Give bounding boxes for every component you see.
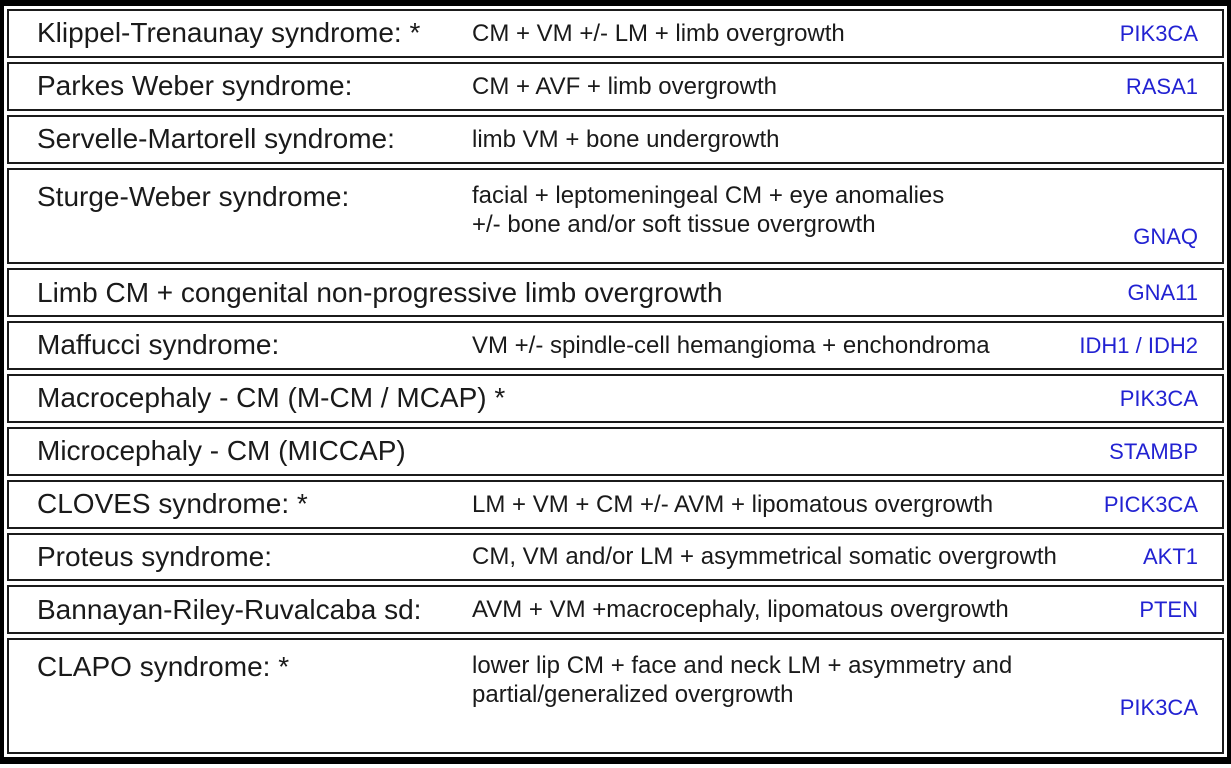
syndrome-name: Microcephaly - CM (MICCAP) xyxy=(37,435,406,467)
description-line: partial/generalized overgrowth xyxy=(472,681,794,709)
phenotype-description: limb VM + bone undergrowth xyxy=(472,125,780,153)
gene-label: PICK3CA xyxy=(1103,491,1198,517)
phenotype-description: CM, VM and/or LM + asymmetrical somatic … xyxy=(472,543,1057,571)
table-row: Bannayan-Riley-Ruvalcaba sd: AVM + VM +m… xyxy=(7,585,1224,635)
syndrome-name: Limb CM + congenital non-progressive lim… xyxy=(37,276,723,308)
gene-label: AKT1 xyxy=(1142,544,1198,570)
gene-label: RASA1 xyxy=(1125,73,1198,99)
table-row: Servelle-Martorell syndrome: limb VM + b… xyxy=(7,114,1224,164)
syndrome-name: Maffucci syndrome: xyxy=(37,329,280,361)
description-line: lower lip CM + face and neck LM + asymme… xyxy=(472,652,1013,680)
syndrome-name: Parkes Weber syndrome: xyxy=(37,70,353,102)
phenotype-description: LM + VM + CM +/- AVM + lipomatous overgr… xyxy=(472,490,994,518)
table-row: Macrocephaly - CM (M-CM / MCAP) * PIK3CA xyxy=(7,373,1224,423)
phenotype-description: VM +/- spindle-cell hemangioma + enchond… xyxy=(472,332,990,360)
syndrome-name: Klippel-Trenaunay syndrome: * xyxy=(37,17,421,49)
table-row: CLAPO syndrome: * lower lip CM + face an… xyxy=(7,638,1224,754)
phenotype-description: lower lip CM + face and neck LM + asymme… xyxy=(472,651,1102,722)
table-row: Parkes Weber syndrome: CM + AVF + limb o… xyxy=(7,61,1224,111)
gene-label: IDH1 / IDH2 xyxy=(1079,333,1198,359)
phenotype-description: CM + AVF + limb overgrowth xyxy=(472,72,777,100)
gene-label: PIK3CA xyxy=(1119,694,1198,720)
table-row: Sturge-Weber syndrome: facial + leptomen… xyxy=(7,167,1224,265)
syndrome-name: Servelle-Martorell syndrome: xyxy=(37,123,395,155)
gene-label: GNA11 xyxy=(1127,280,1198,306)
syndrome-name: CLAPO syndrome: * xyxy=(37,651,290,683)
phenotype-description: CM + VM +/- LM + limb overgrowth xyxy=(472,19,845,47)
description-line: +/- bone and/or soft tissue overgrowth xyxy=(472,210,876,238)
table-row: CLOVES syndrome: * LM + VM + CM +/- AVM … xyxy=(7,479,1224,529)
gene-label: GNAQ xyxy=(1133,224,1198,250)
syndrome-name: Bannayan-Riley-Ruvalcaba sd: xyxy=(37,593,422,625)
table-row: Klippel-Trenaunay syndrome: * CM + VM +/… xyxy=(7,9,1224,58)
phenotype-description: facial + leptomeningeal CM + eye anomali… xyxy=(472,181,1115,252)
gene-label: STAMBP xyxy=(1109,438,1198,464)
gene-label: PIK3CA xyxy=(1119,20,1198,46)
gene-label: PIK3CA xyxy=(1119,385,1198,411)
table-row: Proteus syndrome: CM, VM and/or LM + asy… xyxy=(7,532,1224,582)
table-row: Maffucci syndrome: VM +/- spindle-cell h… xyxy=(7,321,1224,370)
gene-label: PTEN xyxy=(1139,597,1198,623)
table-row: Limb CM + congenital non-progressive lim… xyxy=(7,268,1224,318)
syndrome-name: CLOVES syndrome: * xyxy=(37,488,308,520)
syndrome-name: Macrocephaly - CM (M-CM / MCAP) * xyxy=(37,382,506,414)
phenotype-description: AVM + VM +macrocephaly, lipomatous overg… xyxy=(472,596,1009,624)
syndrome-name: Sturge-Weber syndrome: xyxy=(37,180,350,212)
syndrome-name: Proteus syndrome: xyxy=(37,540,272,572)
table-row: Microcephaly - CM (MICCAP) STAMBP xyxy=(7,426,1224,476)
description-line: facial + leptomeningeal CM + eye anomali… xyxy=(472,181,945,209)
